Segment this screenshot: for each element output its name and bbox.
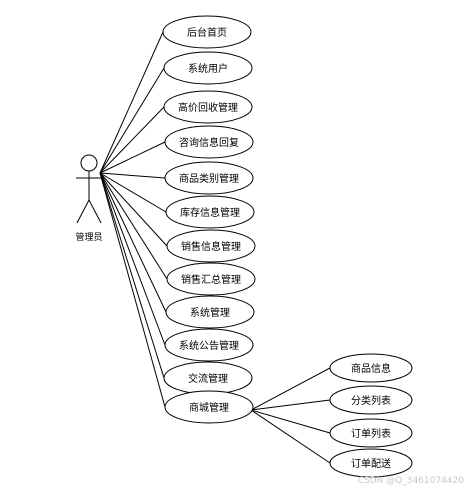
actor-figure: 管理员 — [75, 154, 103, 243]
association-line-exchange — [99, 172, 165, 379]
sub-use-case-ellipse — [329, 353, 413, 383]
use-case-sales: 销售信息管理 — [166, 229, 256, 263]
use-case-ellipse — [164, 328, 254, 362]
sub-use-case-label: 订单配送 — [351, 457, 391, 470]
association-line-stock — [99, 172, 167, 213]
sub-association-line-order-list — [250, 409, 331, 434]
association-line-sales — [99, 172, 168, 247]
use-case-consult: 咨询信息回复 — [164, 125, 254, 159]
use-cases: 后台首页系统用户高价回收管理咨询信息回复商品类别管理库存信息管理销售信息管理销售… — [162, 15, 256, 424]
use-case-label: 交流管理 — [188, 372, 228, 385]
association-line-home — [99, 31, 164, 174]
use-case-ellipse — [166, 229, 256, 263]
actor-head — [80, 154, 98, 172]
use-case-exchange: 交流管理 — [163, 361, 253, 395]
use-case-ellipse — [165, 295, 255, 329]
use-case-recycle: 高价回收管理 — [163, 90, 253, 124]
sub-use-case-label: 订单列表 — [351, 427, 391, 440]
use-case-ellipse — [164, 390, 254, 424]
use-case-label: 咨询信息回复 — [179, 136, 239, 149]
association-lines — [99, 31, 331, 464]
sub-use-case-label: 商品信息 — [351, 362, 391, 375]
sub-use-case-order-delivery: 订单配送 — [329, 448, 413, 478]
use-case-system: 系统管理 — [165, 295, 255, 329]
sub-use-case-category-list: 分类列表 — [329, 385, 413, 415]
use-case-ellipse — [163, 90, 253, 124]
association-line-category — [99, 172, 166, 179]
use-case-ellipse — [166, 262, 256, 296]
use-case-users: 系统用户 — [163, 51, 253, 85]
use-case-stock: 库存信息管理 — [165, 195, 255, 229]
actor-label: 管理员 — [75, 231, 102, 243]
sub-use-case-ellipse — [329, 385, 413, 415]
use-case-label: 高价回收管理 — [178, 101, 238, 114]
use-case-label: 后台首页 — [187, 26, 227, 39]
use-case-ellipse — [163, 51, 253, 85]
use-case-label: 商城管理 — [189, 401, 229, 414]
watermark: CSDN @Q_3461074420 — [358, 476, 465, 486]
actor-left-leg — [76, 199, 90, 224]
use-case-label: 销售汇总管理 — [181, 273, 241, 286]
use-case-ellipse — [164, 161, 254, 195]
sub-use-case-label: 分类列表 — [351, 394, 391, 407]
use-case-ellipse — [162, 15, 252, 49]
association-line-notice — [99, 172, 166, 346]
use-case-summary: 销售汇总管理 — [166, 262, 256, 296]
use-case-label: 系统公告管理 — [179, 339, 239, 352]
actor-right-leg — [88, 199, 102, 224]
sub-use-case-ellipse — [329, 448, 413, 478]
sub-association-line-category-list — [250, 399, 331, 411]
use-case-label: 系统用户 — [188, 62, 228, 75]
use-case-ellipse — [165, 195, 255, 229]
sub-use-case-order-list: 订单列表 — [329, 418, 413, 448]
sub-association-line-product-info — [250, 367, 331, 411]
association-line-system — [99, 172, 167, 313]
use-case-home: 后台首页 — [162, 15, 252, 49]
association-line-recycle — [99, 106, 165, 174]
use-case-ellipse — [164, 125, 254, 159]
use-case-mall: 商城管理 — [164, 390, 254, 424]
use-case-label: 商品类别管理 — [179, 172, 239, 185]
association-line-mall — [99, 172, 166, 408]
sub-use-case-ellipse — [329, 418, 413, 448]
sub-use-case-product-info: 商品信息 — [329, 353, 413, 383]
use-case-notice: 系统公告管理 — [164, 328, 254, 362]
sub-association-line-order-delivery — [250, 409, 331, 464]
use-case-category: 商品类别管理 — [164, 161, 254, 195]
association-line-consult — [99, 141, 166, 174]
use-case-label: 系统管理 — [190, 306, 230, 319]
association-line-summary — [99, 172, 168, 280]
use-case-label: 库存信息管理 — [180, 206, 240, 219]
association-line-users — [99, 67, 165, 174]
use-case-label: 销售信息管理 — [181, 240, 241, 253]
